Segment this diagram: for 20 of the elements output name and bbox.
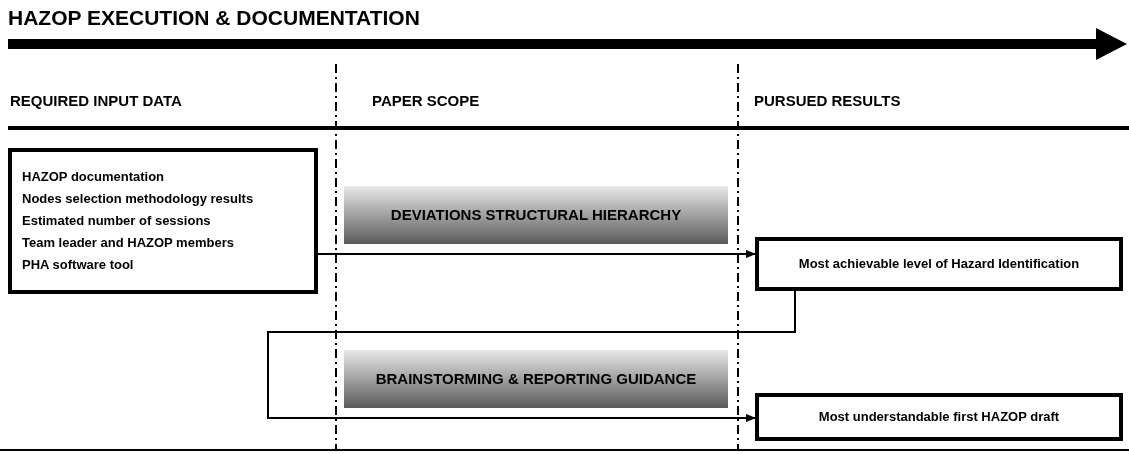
bar-label: DEVIATIONS STRUCTURAL HIERARCHY (390, 206, 682, 224)
bar-label: BRAINSTORMING & REPORTING GUIDANCE (375, 370, 697, 388)
column-header: PAPER SCOPE (372, 92, 480, 109)
column-header: REQUIRED INPUT DATA (10, 92, 182, 109)
input-item: Estimated number of sessions (22, 212, 211, 230)
input-item: PHA software tool (22, 256, 134, 274)
arrow (267, 290, 796, 422)
input-item: Nodes selection methodology results (22, 190, 254, 208)
input-data-box (8, 148, 318, 294)
arrow (317, 250, 756, 258)
scope-bar (344, 350, 728, 408)
result-box (755, 237, 1123, 291)
result-text: Most achievable level of Hazard Identification (798, 255, 1080, 273)
column-header: PURSUED RESULTS (754, 92, 901, 109)
scope-bar (344, 186, 728, 244)
diagram-title: HAZOP EXECUTION & DOCUMENTATION (8, 6, 420, 30)
input-item: Team leader and HAZOP members (22, 234, 234, 252)
result-text: Most understandable first HAZOP draft (818, 408, 1060, 426)
input-item: HAZOP documentation (22, 168, 165, 186)
result-box (755, 393, 1123, 441)
